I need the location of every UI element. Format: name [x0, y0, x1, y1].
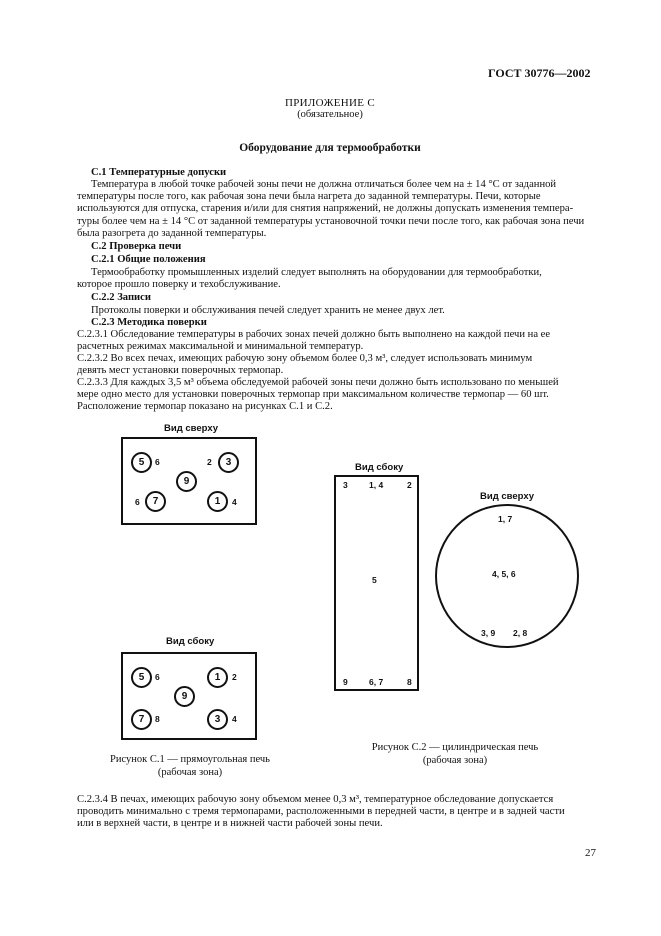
thermocouple-circle: 9: [176, 471, 197, 492]
thermocouple-number: 2: [232, 672, 237, 682]
c231-paragraph: С.2.3.1 Обследование температуры в рабоч…: [77, 329, 599, 353]
text-line: расчетных режимах максимальной и минимал…: [77, 341, 364, 353]
c233-paragraph: С.2.3.3 Для каждых 3,5 м³ объема обследу…: [77, 377, 599, 414]
document-code: ГОСТ 30776—2002: [488, 66, 591, 80]
text-line: туры более чем на ± 14 °С от заданной те…: [77, 215, 585, 227]
c21-heading: С.2.1 Общие положения: [91, 254, 206, 265]
c22-heading: С.2.2 Записи: [91, 292, 151, 303]
caption-line: (рабочая зона): [422, 755, 488, 766]
thermocouple-number: 3: [343, 480, 348, 490]
text-line: была разогрета до заданной температуры.: [77, 227, 267, 239]
thermocouple-number: 6: [155, 457, 160, 467]
text-line: С.2.3.2 Во всех печах, имеющих рабочую з…: [77, 353, 533, 364]
thermocouple-number: 8: [407, 677, 412, 687]
thermocouple-number: 2, 8: [513, 628, 528, 638]
text-line: температуры после того, как рабочая зона…: [77, 191, 541, 203]
caption-line: (рабочая зона): [157, 767, 223, 778]
caption-line: Рисунок С.2 — цилиндрическая печь: [371, 742, 539, 753]
c1-paragraph: Температура в любой точке рабочей зоны п…: [77, 179, 599, 240]
fig1-top-view-box: 5 6 2 3 9 6 7 1 4: [121, 437, 257, 525]
page-number: 27: [585, 847, 596, 859]
thermocouple-number: 6: [155, 672, 160, 682]
thermocouple-number: 9: [343, 677, 348, 687]
fig2-top-view-label: Вид сверху: [480, 491, 535, 502]
thermocouple-circle: 1: [207, 491, 228, 512]
thermocouple-number: 4: [232, 497, 237, 507]
caption-line: Рисунок С.1 — прямоугольная печь: [110, 754, 270, 765]
fig2-side-view-box: 3 1, 4 2 5 9 6, 7 8: [334, 475, 419, 691]
text-line: девять мест установки поверочных термопа…: [77, 365, 284, 377]
thermocouple-circle: 5: [131, 452, 152, 473]
thermocouple-number: 3, 9: [481, 628, 496, 638]
thermocouple-number: 1, 7: [498, 514, 513, 524]
thermocouple-circle: 3: [218, 452, 239, 473]
fig2-caption: Рисунок С.2 — цилиндрическая печь (рабоч…: [345, 741, 565, 767]
thermocouple-number: 4, 5, 6: [492, 569, 516, 579]
c234-paragraph: С.2.3.4 В печах, имеющих рабочую зону об…: [77, 794, 599, 831]
thermocouple-number: 2: [407, 480, 412, 490]
text-line: С.2.3.1 Обследование температуры в рабоч…: [77, 329, 551, 340]
c23-heading: С.2.3 Методика поверки: [91, 317, 207, 328]
text-line: мере одно место для установки поверочных…: [77, 389, 549, 401]
text-line: С.2.3.3 Для каждых 3,5 м³ объема обследу…: [77, 377, 559, 388]
thermocouple-number: 2: [207, 457, 212, 467]
thermocouple-number: 1, 4: [369, 480, 384, 490]
fig1-top-view-label: Вид сверху: [164, 423, 219, 434]
thermocouple-circle: 7: [145, 491, 166, 512]
fig2-top-view-circle: 1, 7 4, 5, 6 3, 9 2, 8: [435, 504, 579, 648]
thermocouple-number: 6, 7: [369, 677, 384, 687]
c232-paragraph: С.2.3.2 Во всех печах, имеющих рабочую з…: [77, 353, 599, 377]
text-line: используются для отпуска, старения и/или…: [77, 203, 574, 215]
thermocouple-number: 8: [155, 714, 160, 724]
fig1-side-view-label: Вид сбоку: [166, 636, 215, 647]
thermocouple-circle: 9: [174, 686, 195, 707]
thermocouple-circle: 3: [207, 709, 228, 730]
thermocouple-number: 4: [232, 714, 237, 724]
c22-text: Протоколы поверки и обслуживания печей с…: [91, 305, 445, 316]
fig2-side-view-label: Вид сбоку: [355, 462, 404, 473]
thermocouple-number: 5: [372, 575, 377, 585]
appendix-title: ПРИЛОЖЕНИЕ С: [284, 97, 375, 109]
text-line: Температура в любой точке рабочей зоны п…: [91, 179, 557, 190]
fig1-side-view-box: 5 6 1 2 9 7 8 3 4: [121, 652, 257, 740]
thermocouple-circle: 1: [207, 667, 228, 688]
text-line: Расположение термопар показано на рисунк…: [77, 401, 333, 413]
c21-paragraph: Термообработку промышленных изделий след…: [77, 267, 599, 291]
thermocouple-number: 6: [135, 497, 140, 507]
c2-heading: С.2 Проверка печи: [91, 241, 182, 252]
text-line: которое прошло поверку и техобслуживание…: [77, 279, 281, 291]
text-line: или в верхней части, в центре и в нижней…: [77, 818, 383, 830]
fig1-caption: Рисунок С.1 — прямоугольная печь (рабоча…: [80, 753, 300, 779]
text-line: Термообработку промышленных изделий след…: [91, 267, 542, 278]
c1-heading: С.1 Температурные допуски: [91, 167, 227, 178]
thermocouple-circle: 7: [131, 709, 152, 730]
text-line: проводить минимально с тремя термопарами…: [77, 806, 565, 818]
text-line: С.2.3.4 В печах, имеющих рабочую зону об…: [77, 794, 554, 805]
appendix-status: (обязательное): [297, 109, 363, 120]
section-title: Оборудование для термообработки: [239, 142, 421, 154]
thermocouple-circle: 5: [131, 667, 152, 688]
